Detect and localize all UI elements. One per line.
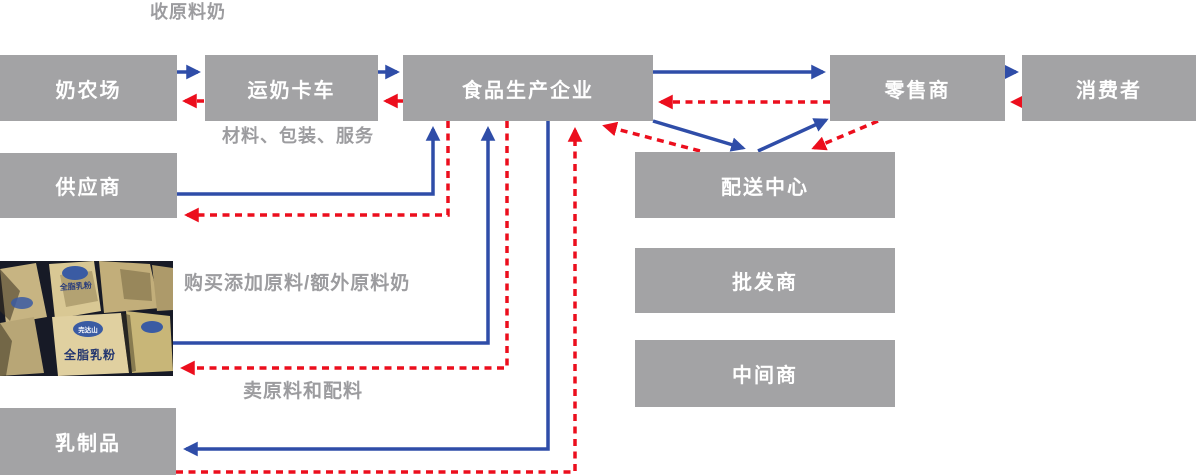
node-dairy-farm: 奶农场	[0, 55, 177, 121]
arrow-ingredients-to-producer	[173, 126, 496, 345]
milk-powder-bags-photo: 完达山 全脂乳粉 全脂乳粉	[0, 261, 173, 376]
brand-logo-oval	[11, 297, 33, 309]
arrow-producer-to-supplier	[184, 121, 450, 223]
node-milk-truck: 运奶卡车	[205, 55, 378, 121]
label-materials-packaging-services: 材料、包装、服务	[222, 126, 374, 146]
arrow-dc-to-producer	[602, 121, 701, 153]
bag-shape	[0, 317, 44, 376]
brand-logo-oval	[73, 321, 103, 337]
arrow-supplier-to-producer	[176, 126, 441, 196]
bag-brand-text: 完达山	[78, 325, 98, 334]
node-food-producer: 食品生产企业	[403, 55, 653, 121]
node-wholesaler: 批发商	[635, 248, 895, 313]
brand-logo-oval	[141, 321, 163, 333]
label-buy-added-ingredients: 购买添加原料/额外原料奶	[184, 273, 411, 294]
label-sell-materials-ingredients: 卖原料和配料	[243, 381, 364, 402]
arrow-producer-to-dairyproducts	[183, 121, 550, 457]
arrow-retailer-to-dc	[811, 119, 879, 151]
node-dairy-products: 乳制品	[0, 408, 176, 475]
bag-shape	[52, 313, 129, 376]
arrow-dc-to-retailer	[757, 118, 829, 153]
label-collect-raw-milk: 收原料奶	[150, 2, 226, 22]
arrow-producer-to-dc	[652, 119, 746, 152]
arrow-dairyproducts-to-producer	[176, 127, 583, 474]
brand-logo-oval	[62, 266, 88, 280]
node-middleman: 中间商	[635, 340, 895, 407]
bag-product-text: 全脂乳粉	[58, 280, 92, 292]
bag-product-text: 全脂乳粉	[63, 347, 116, 362]
arrow-producer-to-ingredients	[180, 121, 509, 376]
node-retailer: 零售商	[830, 55, 1005, 121]
node-consumer: 消费者	[1022, 55, 1196, 121]
bag-shape	[152, 265, 173, 311]
node-supplier: 供应商	[0, 153, 177, 218]
node-distribution-center: 配送中心	[635, 152, 895, 218]
